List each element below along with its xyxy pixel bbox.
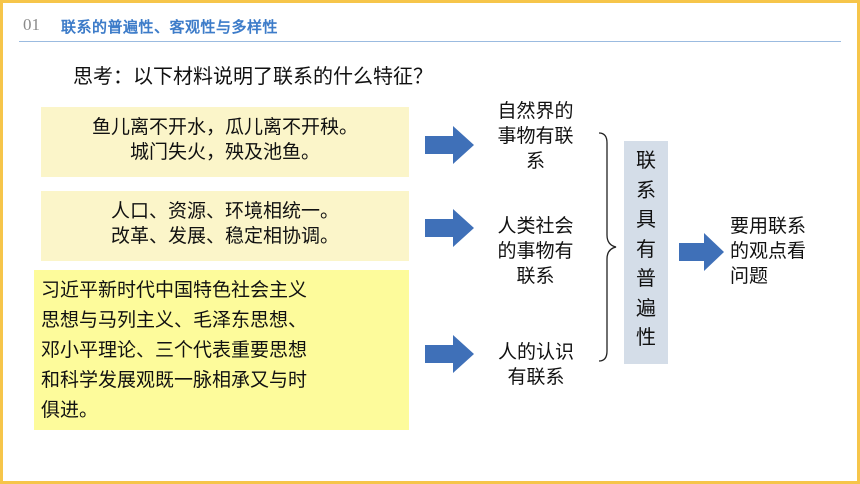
material-line: 鱼儿离不开水，瓜儿离不开秧。 (91, 116, 358, 138)
material-line: 改革、发展、稳定相协调。 (110, 225, 339, 247)
material-box-2: 人口、资源、环境相统一。 改革、发展、稳定相协调。 (41, 191, 409, 261)
right-brace-icon (598, 132, 617, 362)
summary-char: 性 (636, 325, 656, 349)
result-line: 联系 (516, 265, 555, 287)
material-box-3: 习近平新时代中国特色社会主义 思想与马列主义、毛泽东思想、 邓小平理论、三个代表… (34, 270, 409, 430)
right-arrow-icon (425, 126, 474, 164)
summary-char: 具 (636, 207, 656, 231)
right-arrow-icon (425, 335, 474, 373)
result-label-cognition: 人的认识 有联系 (481, 340, 591, 390)
summary-char: 普 (636, 266, 656, 290)
result-line: 人的认识 (497, 341, 574, 363)
result-line: 事物有联 (497, 125, 574, 147)
result-line: 有联系 (507, 366, 565, 388)
result-line: 人类社会 (497, 215, 574, 237)
summary-char: 有 (636, 236, 656, 261)
right-arrow-icon (425, 209, 474, 247)
material-line: 习近平新时代中国特色社会主义 (41, 279, 308, 301)
result-line: 系 (525, 150, 545, 172)
material-line: 人口、资源、环境相统一。 (110, 200, 339, 222)
right-arrow-icon (679, 233, 724, 271)
summary-char: 遍 (636, 295, 656, 320)
conclusion-line: 问题 (730, 265, 769, 287)
section-title: 联系的普遍性、客观性与多样性 (61, 18, 279, 36)
summary-box: 联 系 具 有 普 遍 性 (624, 141, 668, 364)
material-line: 和科学发展观既一脉相承又与时 (41, 369, 308, 391)
conclusion-line: 要用联系 (730, 215, 807, 237)
result-label-nature: 自然界的 事物有联 系 (473, 99, 598, 174)
result-line: 自然界的 (497, 100, 574, 122)
material-box-1: 鱼儿离不开水，瓜儿离不开秧。 城门失火，殃及池鱼。 (41, 107, 409, 177)
conclusion-line: 的观点看 (730, 240, 807, 262)
material-line: 邓小平理论、三个代表重要思想 (41, 339, 308, 361)
header-divider (19, 41, 841, 42)
summary-char: 联 (636, 148, 656, 172)
question-text: 思考：以下材料说明了联系的什么特征？ (73, 64, 433, 88)
material-line: 思想与马列主义、毛泽东思想、 (41, 309, 308, 331)
slide: 01 联系的普遍性、客观性与多样性 思考：以下材料说明了联系的什么特征？ 鱼儿离… (3, 3, 857, 481)
material-line: 城门失火，殃及池鱼。 (129, 141, 320, 163)
result-line: 的事物有 (497, 240, 574, 262)
summary-char: 系 (636, 177, 656, 202)
result-label-society: 人类社会 的事物有 联系 (473, 214, 598, 289)
conclusion-text: 要用联系 的观点看 问题 (730, 214, 840, 289)
section-number: 01 (23, 15, 40, 34)
material-line: 俱进。 (41, 399, 99, 421)
